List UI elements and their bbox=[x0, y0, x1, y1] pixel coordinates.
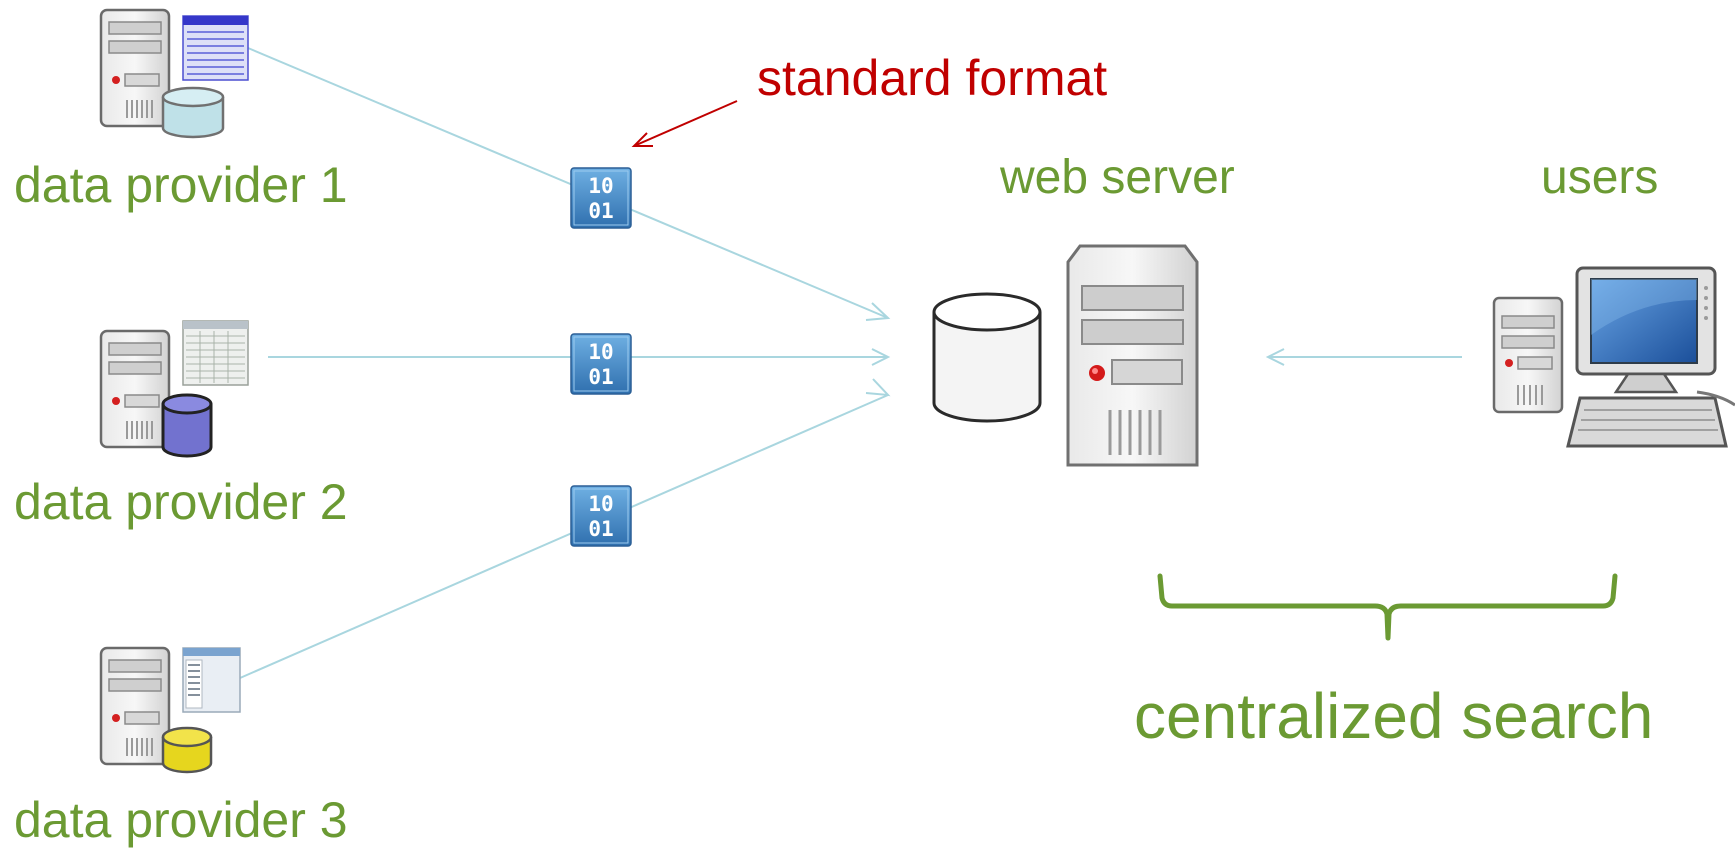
arrowhead-users bbox=[1265, 348, 1285, 366]
provider-3-label: data provider 3 bbox=[14, 792, 348, 848]
desktop-computer-icon bbox=[1492, 266, 1735, 448]
centralized-search-label: centralized search bbox=[1134, 680, 1654, 752]
arrowhead-provider-3 bbox=[865, 378, 891, 397]
flow-line-provider-3 bbox=[239, 394, 889, 679]
binary-digits-bottom: 01 bbox=[588, 365, 613, 389]
provider-1-label: data provider 1 bbox=[14, 157, 348, 213]
centralized-search-brace bbox=[1157, 573, 1618, 641]
web-server-database-icon bbox=[932, 292, 1042, 423]
standard-format-label: standard format bbox=[757, 50, 1108, 106]
binary-digits-top: 10 bbox=[588, 174, 613, 198]
arrowhead-provider-2 bbox=[871, 348, 891, 366]
server-tower-icon bbox=[99, 646, 171, 766]
database-icon bbox=[161, 726, 213, 774]
standard-format-pointer bbox=[631, 100, 738, 147]
server-tower-icon bbox=[99, 329, 171, 449]
provider-1-graphic bbox=[99, 8, 249, 139]
provider-2-label: data provider 2 bbox=[14, 474, 348, 530]
binary-digits-top: 10 bbox=[588, 492, 613, 516]
flow-lines bbox=[239, 47, 1462, 679]
database-icon bbox=[161, 86, 225, 139]
web-server-label: web server bbox=[1000, 151, 1235, 204]
web-server-tower-icon bbox=[1066, 244, 1199, 467]
binary-digits-bottom: 01 bbox=[588, 517, 613, 541]
users-label: users bbox=[1541, 151, 1659, 204]
binary-digits-top: 10 bbox=[588, 340, 613, 364]
binary-digits-bottom: 01 bbox=[588, 199, 613, 223]
provider-2-graphic bbox=[99, 320, 249, 458]
arrowhead-provider-1 bbox=[865, 302, 891, 321]
arrowheads bbox=[865, 302, 1285, 397]
database-icon bbox=[161, 393, 213, 458]
spreadsheet-screenshot-icon bbox=[182, 647, 241, 713]
provider-3-graphic bbox=[99, 646, 241, 774]
server-tower-icon bbox=[99, 8, 171, 128]
spreadsheet-screenshot-icon bbox=[182, 15, 249, 81]
spreadsheet-screenshot-icon bbox=[182, 320, 249, 386]
flow-line-provider-1 bbox=[247, 47, 889, 319]
